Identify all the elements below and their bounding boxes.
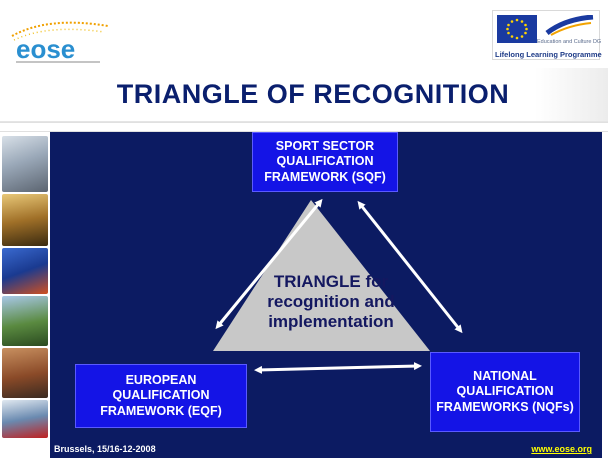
sports-photo-strip [0, 132, 50, 440]
triangle-diagram [213, 198, 463, 374]
eqf-box: EUROPEAN QUALIFICATION FRAMEWORK (EQF) [75, 364, 247, 428]
arrow-sqf-eqf [215, 198, 323, 330]
footer-place-date: Brussels, 15/16-12-2008 [54, 444, 156, 454]
sport-photo-rafting [2, 400, 48, 438]
arrow-eqf-nqf [254, 362, 422, 374]
arrow-sqf-nqf [357, 200, 463, 334]
eu-logo-block: Education and Culture DG Lifelong Learni… [492, 10, 602, 60]
eose-logo: eose [11, 21, 109, 64]
triangle-center-label: TRIANGLE for recognition and implementat… [267, 272, 395, 331]
sport-photo-cyclist [2, 194, 48, 246]
footer-website-link[interactable]: www.eose.org [531, 444, 592, 454]
sport-photo-team [2, 248, 48, 294]
eu-programme-label: Lifelong Learning Programme [495, 50, 602, 59]
sqf-box: SPORT SECTOR QUALIFICATION FRAMEWORK (SQ… [252, 132, 398, 192]
eu-dg-label: Education and Culture DG [537, 39, 602, 45]
title-band: TRIANGLE OF RECOGNITION [0, 68, 608, 122]
diagram-area: SPORT SECTOR QUALIFICATION FRAMEWORK (SQ… [50, 132, 602, 440]
lifelong-learning-swoosh-icon [545, 15, 594, 36]
eu-flag-icon [497, 15, 537, 43]
slide-title: TRIANGLE OF RECOGNITION [116, 79, 510, 109]
divider-bar [0, 122, 608, 132]
sport-photo-field [2, 296, 48, 346]
sport-photo-athletics [2, 348, 48, 398]
sport-photo-runner [2, 136, 48, 192]
footer-bar: Brussels, 15/16-12-2008 www.eose.org [50, 440, 602, 458]
nqf-box: NATIONAL QUALIFICATION FRAMEWORKS (NQFs) [430, 352, 580, 432]
eose-logo-text: eose [16, 34, 75, 64]
